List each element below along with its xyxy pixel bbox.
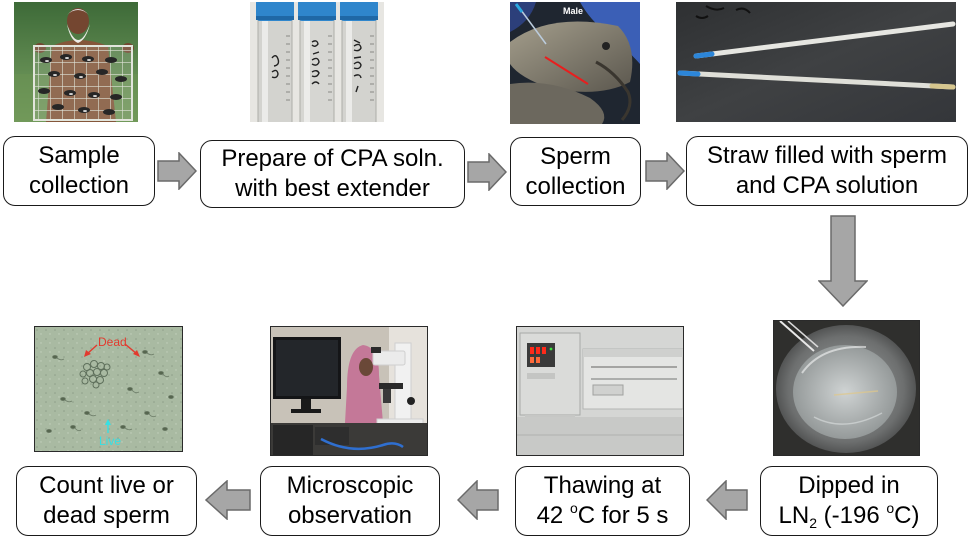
micrograph-image: Dead Live (35, 327, 182, 451)
step-microscopic-observation: Microscopic observation (260, 466, 440, 536)
arrow-left-icon (457, 480, 499, 520)
thaw-temp-unit-duration: C for 5 s (577, 502, 669, 529)
sample-collection-photo (14, 2, 138, 122)
bath-unit (582, 348, 683, 410)
sperm-cells (46, 349, 174, 434)
thaw-temp-value: 42 (536, 502, 570, 529)
arrow-left-icon (706, 480, 748, 520)
ln2-temp-unit: C) (894, 502, 920, 529)
straw-upper (693, 21, 956, 59)
male-label: Male (563, 6, 583, 16)
centrifuge-tubes-image (250, 2, 384, 122)
step-sperm-collection: Sperm collection (510, 137, 641, 206)
step-count-sperm: Count live or dead sperm (16, 466, 197, 536)
sperm-micrograph-photo: Dead Live (34, 326, 183, 452)
fisherman-with-net-image (14, 2, 138, 122)
step-label-line-1: Dipped in (798, 472, 900, 499)
tube-3 (340, 2, 378, 122)
step-label-line-1: Microscopic (286, 472, 414, 499)
step-label-line-2: 42 oC for 5 s (537, 501, 669, 531)
step-straw-filling: Straw filled with sperm and CPA solution (686, 136, 968, 206)
cable (320, 437, 404, 451)
dead-label: Dead (98, 335, 127, 349)
step-label-line-1: Sample (38, 142, 120, 169)
step-thawing: Thawing at 42 oC for 5 s (515, 466, 690, 536)
step-label-line-1: Prepare of CPA soln. (221, 145, 444, 172)
ln2-bowl-photo (773, 320, 920, 456)
ln2-temp-value: (-196 (816, 502, 887, 529)
fish-group (38, 54, 127, 115)
liquid-nitrogen (793, 345, 897, 439)
arrow-left-icon (205, 480, 251, 520)
step-label-line-2: collection (28, 172, 130, 199)
liquid-nitrogen-bowl-image (774, 321, 919, 455)
arrow-right-icon (157, 152, 197, 190)
step-label-line-1: Count live or (39, 472, 174, 499)
tube-1 (256, 2, 294, 122)
cpa-tubes-photo (250, 2, 384, 122)
arrow-down-icon (818, 215, 868, 307)
live-label: Live (99, 434, 121, 448)
microscope-setup-photo (270, 326, 428, 456)
step-label-line-2: dead sperm (43, 502, 170, 529)
step-label-line-2: with best extender (235, 175, 430, 202)
cell-cluster (79, 360, 111, 389)
step-label-line-1: Straw filled with sperm (706, 142, 948, 169)
arrow-right-icon (467, 153, 507, 191)
thawing-device-photo (516, 326, 684, 456)
step-label-line-2: collection (525, 172, 626, 200)
straws-photo (676, 2, 956, 122)
ln-text: LN (778, 502, 810, 529)
step-label-line-1: Sperm (540, 142, 611, 170)
fish (510, 21, 633, 92)
step-dipped-in-ln2: Dipped in LN2 (-196 oC) (760, 466, 938, 536)
degree-superscript: o (569, 500, 578, 516)
microscope-lab-image (271, 327, 427, 455)
ln-subscript: 2 (809, 515, 817, 531)
step-sample-collection: Sample collection (3, 136, 155, 206)
step-label-line-2: observation (287, 502, 413, 529)
degree-superscript: o (886, 500, 895, 516)
water-bath-image (517, 327, 683, 455)
fish-dissection-image: Male (510, 2, 640, 124)
filled-straws-image (676, 2, 956, 122)
sperm-collection-photo: Male (510, 2, 640, 124)
straw-lower (677, 70, 956, 90)
tube-2 (298, 2, 336, 122)
step-prepare-cpa-solution: Prepare of CPA soln. with best extender (200, 140, 465, 208)
step-label-line-1: Thawing at (543, 472, 662, 499)
step-label-line-2: LN2 (-196 oC) (779, 501, 920, 531)
incision-line (544, 56, 589, 85)
step-label-line-2: and CPA solution (735, 172, 919, 199)
dead-arrows (84, 343, 140, 357)
live-arrow (105, 419, 111, 433)
monitor (273, 337, 341, 413)
arrow-right-icon (645, 152, 685, 190)
